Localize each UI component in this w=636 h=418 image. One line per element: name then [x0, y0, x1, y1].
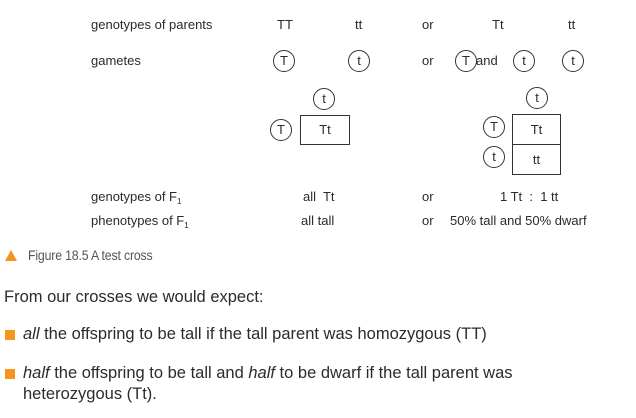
caption-triangle-icon — [5, 250, 17, 261]
bullet-square-icon — [5, 369, 15, 379]
punnett2-cell-1: Tt — [512, 114, 561, 145]
or-connector: or — [422, 53, 434, 68]
cross1-parent2-genotype: tt — [355, 17, 363, 32]
cross1-f1-genotypes: all Tt — [303, 189, 335, 204]
punnett2-cell-2: tt — [512, 144, 561, 175]
punnett1-row-gamete-circle: T — [270, 119, 292, 141]
cross1-parent1-genotype: TT — [277, 17, 293, 32]
cross2-f1-phenotypes: 50% tall and 50% dwarf — [450, 213, 587, 228]
punnett2-row-gamete2-circle: t — [483, 146, 505, 168]
row-label-f1-phenotypes: phenotypes of F1 — [91, 213, 189, 230]
punnett1-column-gamete-circle: t — [313, 88, 335, 110]
or-connector: or — [422, 17, 434, 32]
cross1-gamete2-circle: t — [348, 50, 370, 72]
punnett1-cell: Tt — [300, 115, 350, 145]
row-label-gametes: gametes — [91, 53, 141, 68]
bullet-square-icon — [5, 330, 15, 340]
cross2-gamete2-circle: t — [562, 50, 584, 72]
or-connector: or — [422, 213, 434, 228]
cross2-parent2-genotype: tt — [568, 17, 576, 32]
cross2-parent1-genotype: Tt — [492, 17, 504, 32]
bullet-item-2: half the offspring to be tall and half t… — [23, 364, 513, 382]
row-label-f1-genotypes: genotypes of F1 — [91, 189, 182, 206]
or-connector: or — [422, 189, 434, 204]
f1-subscript: 1 — [184, 221, 189, 230]
cross2-gamete1b-circle: t — [513, 50, 535, 72]
cross2-gamete1a-circle: T — [455, 50, 477, 72]
bullet-item-2-line2: heterozygous (Tt). — [23, 385, 157, 403]
cross2-f1-genotypes: 1 Tt : 1 tt — [500, 189, 559, 204]
punnett2-column-gamete-circle: t — [526, 87, 548, 109]
figure-caption: Figure 18.5 A test cross — [28, 247, 153, 263]
gamete-and-label: and — [476, 53, 498, 68]
row-label-parent-genotypes: genotypes of parents — [91, 17, 213, 32]
f1-subscript: 1 — [177, 197, 182, 206]
intro-paragraph: From our crosses we would expect: — [4, 288, 264, 306]
punnett2-row-gamete1-circle: T — [483, 116, 505, 138]
cross1-f1-phenotypes: all tall — [301, 213, 335, 228]
cross1-gamete1-circle: T — [273, 50, 295, 72]
bullet-item-1: all the offspring to be tall if the tall… — [23, 325, 487, 343]
